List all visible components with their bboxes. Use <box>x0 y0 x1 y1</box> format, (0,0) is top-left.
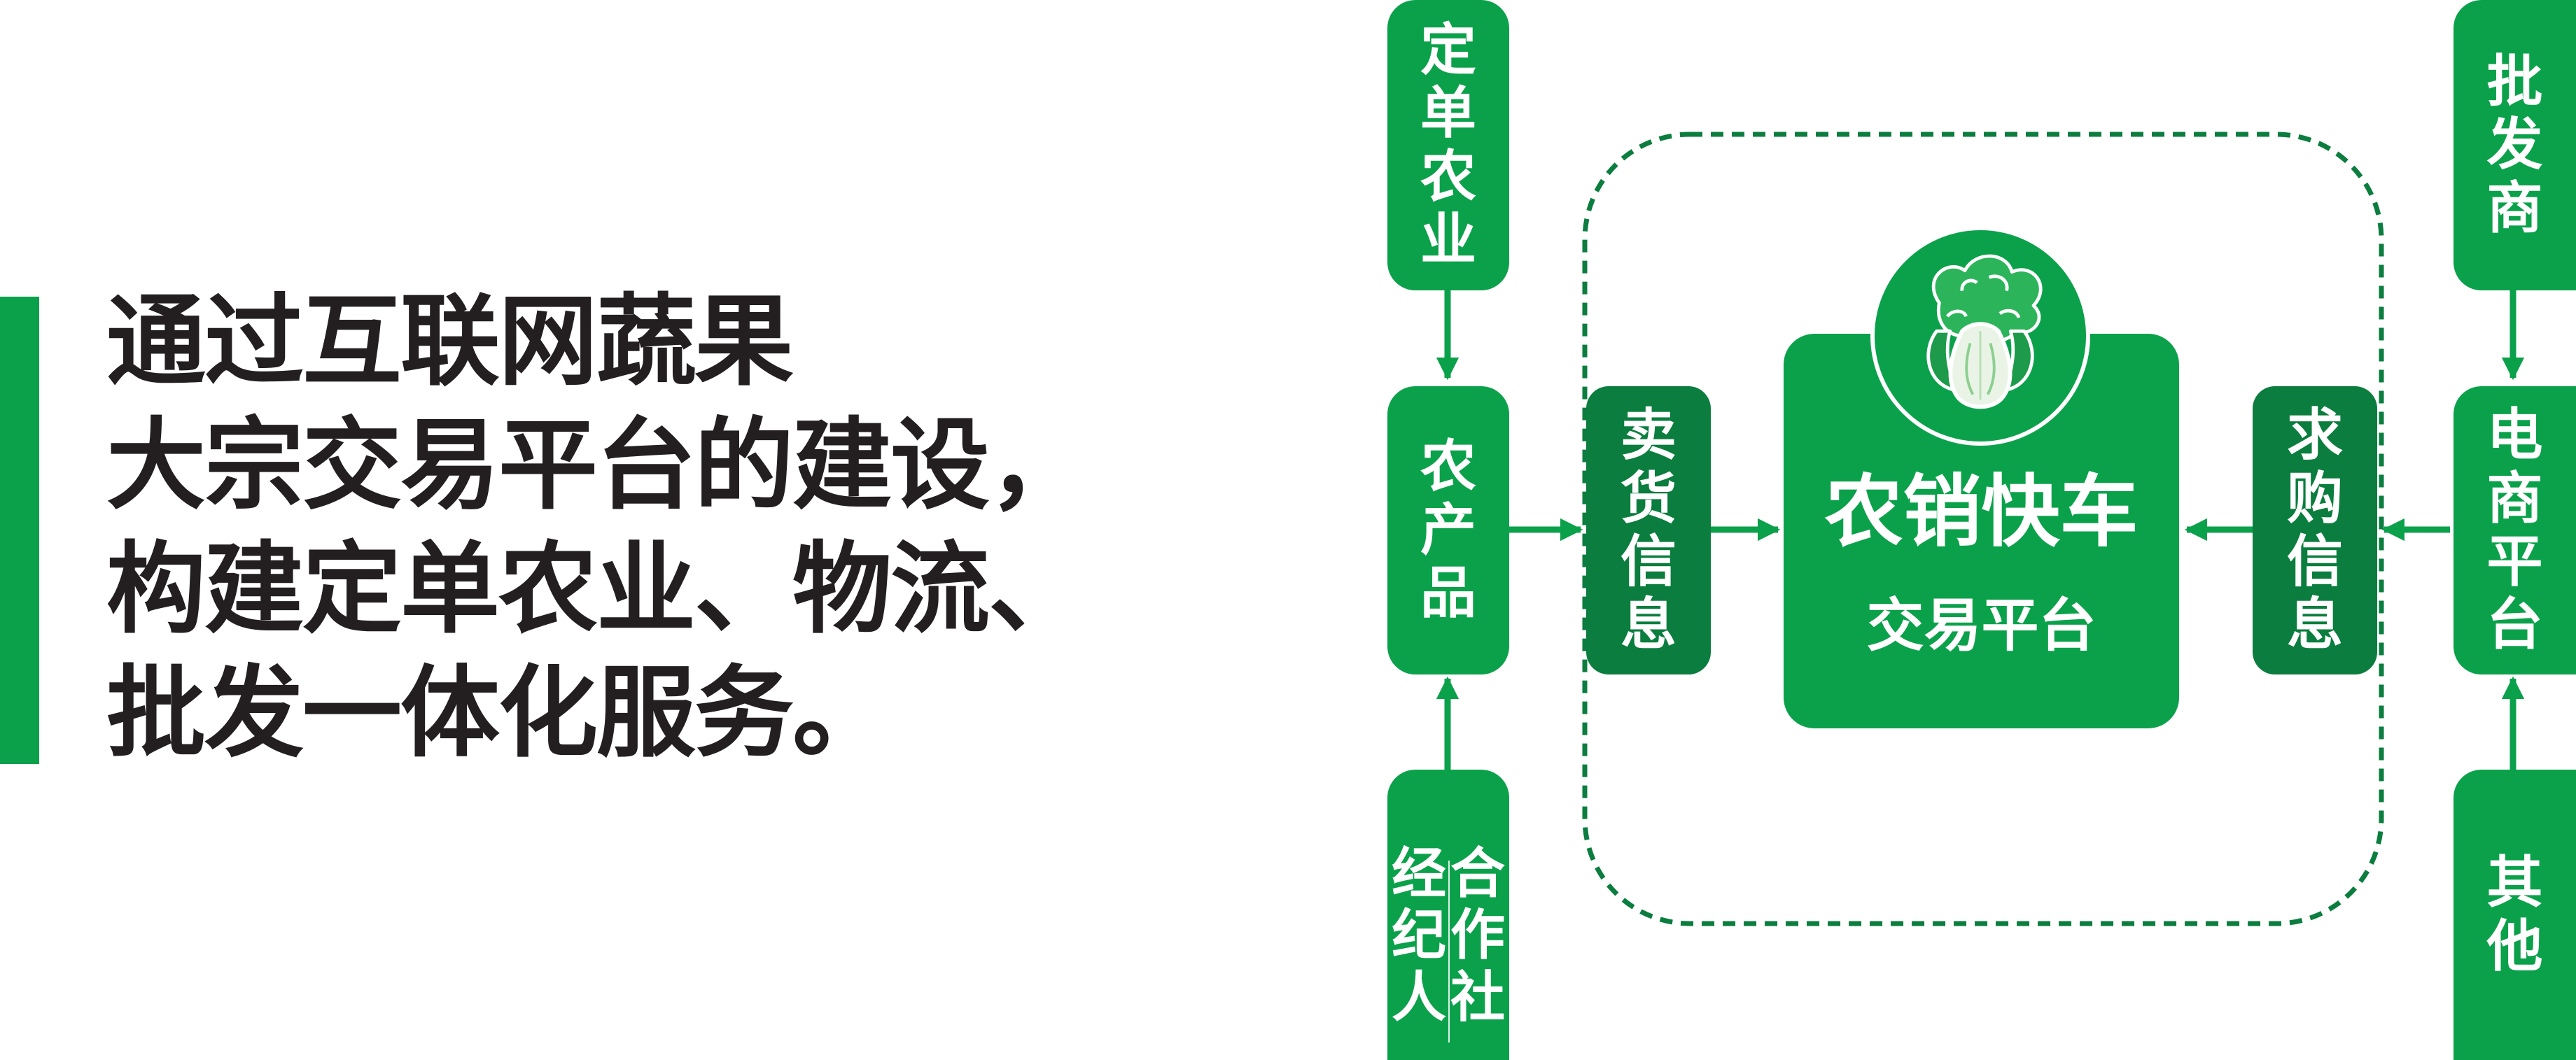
cabbage-icon <box>1926 254 2043 409</box>
node-others: 其他 <box>2454 770 2576 1060</box>
node-wholesaler: 批发商 <box>2454 0 2576 290</box>
node-wholesaler-label: 批发商 <box>2486 48 2543 241</box>
headline: 通过互联网蔬果 大宗交易平台的建设， 构建定单农业、物流、 批发一体化服务。 <box>106 280 1156 775</box>
node-agricultural-products-label: 农产品 <box>1420 434 1476 626</box>
node-ecommerce-platform-label: 电商平台 <box>2486 402 2543 658</box>
node-sell-info-label: 卖货信息 <box>1620 402 1676 658</box>
node-broker-cooperative: 经纪人 合作社 <box>1387 770 1509 1060</box>
node-broker-label: 经纪人 <box>1392 842 1447 1029</box>
platform-logo <box>1870 226 2090 446</box>
platform-title: 农销快车 <box>1824 467 2138 558</box>
node-sell-info: 卖货信息 <box>1586 386 1711 674</box>
node-others-label: 其他 <box>2486 850 2543 979</box>
node-buy-info: 求购信息 <box>2253 386 2377 674</box>
node-agricultural-products: 农产品 <box>1387 386 1509 674</box>
node-contract-farming: 定单农业 <box>1387 0 1509 290</box>
node-contract-farming-label: 定单农业 <box>1420 17 1476 272</box>
accent-bar <box>0 297 39 764</box>
headline-line-2: 大宗交易平台的建设， <box>106 408 1088 523</box>
platform-boundary-frame <box>1582 132 2384 926</box>
headline-line-1: 通过互联网蔬果 <box>106 284 794 400</box>
node-buy-info-label: 求购信息 <box>2287 402 2343 658</box>
headline-line-4: 批发一体化服务。 <box>106 656 892 771</box>
node-cooperative-label: 合作社 <box>1450 842 1506 1029</box>
broker-coop-divider <box>1448 861 1450 1043</box>
node-ecommerce-platform: 电商平台 <box>2454 386 2576 674</box>
platform-subtitle: 交易平台 <box>1866 593 2096 659</box>
headline-line-3: 构建定单农业、物流、 <box>106 532 1088 647</box>
